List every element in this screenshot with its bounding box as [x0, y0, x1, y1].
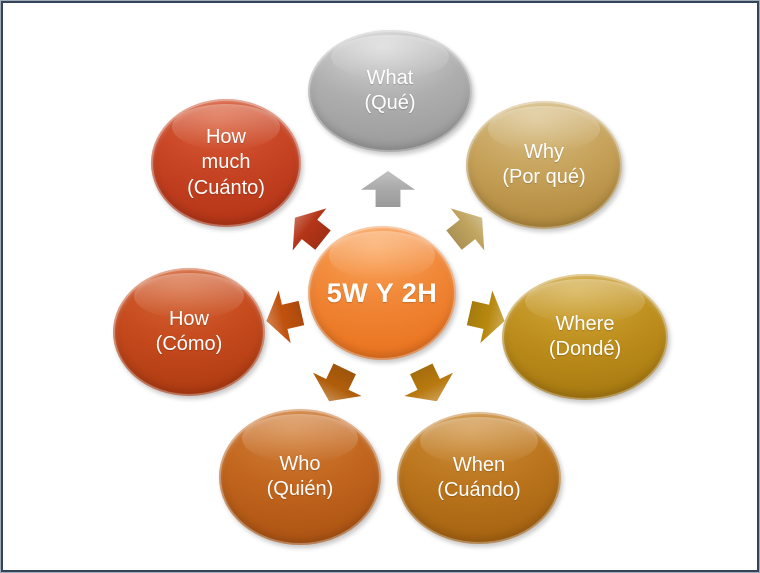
node-when[interactable]: When (Cuándo) — [397, 412, 561, 544]
node-label-es: (Por qué) — [502, 166, 586, 188]
center-title-label: 5W Y 2H — [326, 277, 438, 308]
node-label-en: When — [452, 453, 506, 476]
arrow-down-left-icon — [305, 357, 369, 413]
node-label-en: Who — [279, 452, 321, 475]
node-center-title[interactable]: 5W Y 2H — [308, 226, 456, 360]
node-label-en: How — [168, 307, 209, 330]
node-how[interactable]: How (Cómo) — [113, 268, 265, 396]
node-why[interactable]: Why (Por qué) — [466, 101, 622, 229]
arrow-down-right-icon — [397, 357, 461, 413]
node-label-en: What — [366, 66, 414, 89]
node-how-much[interactable]: How much (Cuánto) — [151, 99, 301, 227]
node-where[interactable]: Where (Dondé) — [502, 274, 668, 400]
node-label-es: (Qué) — [364, 92, 416, 114]
node-what[interactable]: What (Qué) — [308, 30, 472, 152]
node-label-es: (Quién) — [266, 478, 334, 500]
node-label-en: Where — [555, 312, 615, 335]
node-label-es: (Dondé) — [548, 338, 622, 360]
arrow-left-icon — [260, 287, 307, 348]
node-label-es: (Cuándo) — [437, 479, 521, 501]
node-label-en: How much — [201, 126, 251, 174]
node-label-es: (Cuánto) — [187, 176, 265, 199]
node-who[interactable]: Who (Quién) — [219, 409, 381, 545]
arrow-up-icon — [361, 171, 415, 207]
node-label-es: (Cómo) — [155, 333, 223, 355]
node-label-en: Why — [524, 140, 564, 163]
